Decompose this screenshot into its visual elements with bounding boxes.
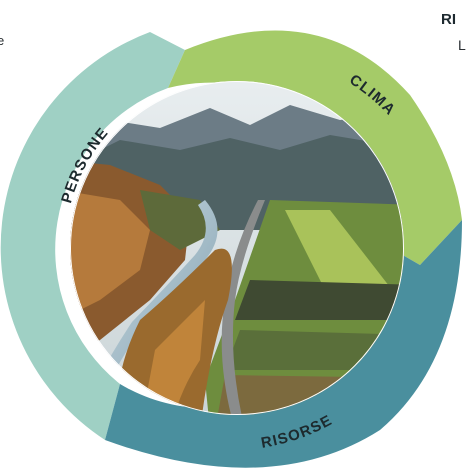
segment-persone xyxy=(0,32,185,440)
edge-text-left: e xyxy=(0,33,5,48)
segment-risorse xyxy=(105,220,462,468)
edge-text-right-sub: L xyxy=(458,37,466,53)
edge-text-right-title: RI xyxy=(441,11,456,28)
